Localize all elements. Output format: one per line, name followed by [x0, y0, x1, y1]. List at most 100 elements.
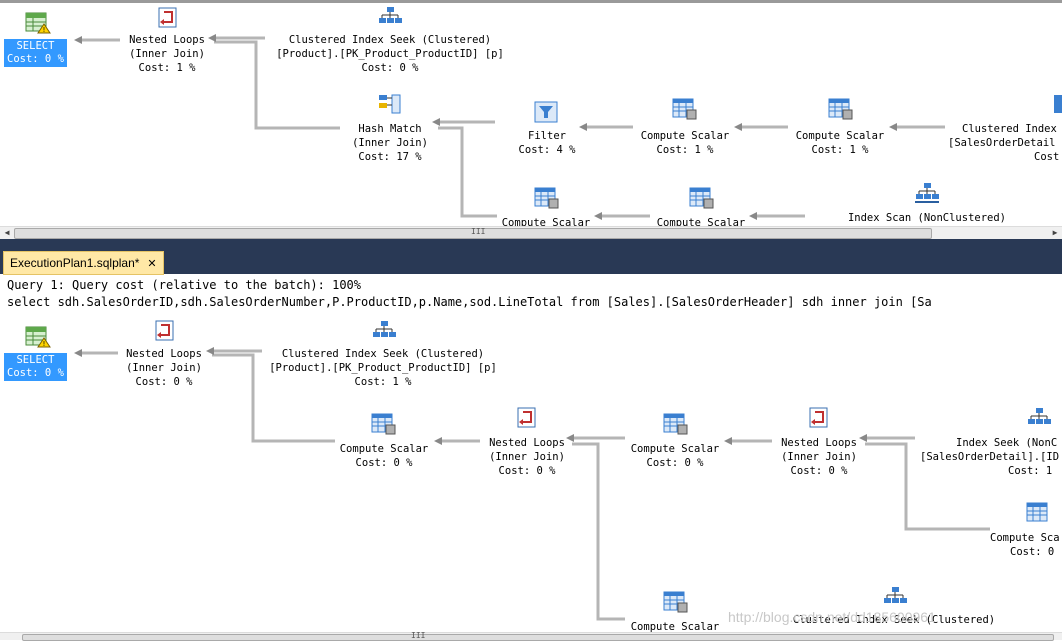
svg-text:!: ! — [42, 340, 46, 348]
compute-scalar-icon — [371, 413, 396, 435]
index-scan-icon — [915, 183, 939, 203]
clustered-index-seek-node[interactable]: Clustered Index Seek (Clustered) [Produc… — [265, 347, 501, 389]
op-cost: Cost: 1 % — [656, 144, 714, 156]
compute-scalar-node[interactable]: Compute Scalar Cost: 0 % — [627, 442, 723, 470]
op-cost: Cost: 1 % — [354, 376, 412, 388]
op-name: Index Seek (NonC — [956, 437, 1058, 449]
op-name: Compute Scalar — [630, 443, 720, 455]
compute-scalar-node[interactable]: Compute Scalar Cost: 1 % — [637, 129, 733, 157]
compute-scalar-icon — [672, 98, 697, 120]
op-object: [Product].[PK_Product_ProductID] [p] — [276, 48, 504, 60]
document-tab-strip — [0, 239, 1062, 274]
select-label: SELECT — [16, 354, 55, 366]
compute-scalar-icon — [689, 187, 714, 209]
tab-label: ExecutionPlan1.sqlplan* — [10, 256, 140, 270]
clustered-index-seek-node[interactable]: Clustered Index Seek (Clustered) — [776, 613, 1012, 627]
index-seek-icon — [1028, 408, 1051, 424]
query-cost-text: Query 1: Query cost (relative to the bat… — [7, 278, 362, 292]
horizontal-scrollbar-top[interactable]: ◀ III ▶ — [0, 226, 1062, 239]
op-object: [Product].[PK_Product_ProductID] [p] — [269, 362, 497, 374]
compute-scalar-node[interactable]: Compute Scalar — [498, 216, 594, 226]
index-seek-icon — [884, 587, 907, 603]
op-name: Hash Match — [358, 123, 422, 135]
execution-plan-pane-top[interactable]: ! SELECT Cost: 0 % Nested Loops (Inner J… — [0, 0, 1062, 226]
compute-scalar-icon — [663, 413, 688, 435]
tab-execution-plan[interactable]: ExecutionPlan1.sqlplan* ✕ — [3, 251, 164, 275]
svg-text:!: ! — [42, 26, 46, 34]
op-name: Compute Sca — [990, 532, 1060, 544]
scroll-right-icon[interactable]: ▶ — [1052, 228, 1058, 237]
op-name: Nested Loops — [129, 34, 205, 46]
op-name: Clustered Index Seek (Clustered) — [792, 614, 996, 626]
op-name: Clustered Index Seek (Clustered) — [288, 34, 492, 46]
index-seek-icon — [1054, 95, 1062, 113]
op-cost: Cost: 0 % — [355, 457, 413, 469]
select-node[interactable]: SELECT Cost: 0 % — [4, 353, 67, 381]
op-cost: Cost: 0 — [1010, 546, 1055, 558]
scroll-left-icon[interactable]: ◀ — [4, 228, 10, 237]
compute-scalar-node[interactable]: Compute Scalar Cost: 1 % — [792, 129, 888, 157]
clipped-row — [0, 0, 1062, 3]
op-join: (Inner Join) — [126, 362, 202, 374]
filter-node[interactable]: Filter Cost: 4 % — [507, 129, 587, 157]
op-cost: Cost: 1 % — [138, 62, 196, 74]
index-seek-nonclustered-node[interactable]: Index Seek (NonC [SalesOrderDetail].[ID … — [920, 436, 1062, 478]
index-scan-node[interactable]: Index Scan (NonClustered) — [842, 211, 1012, 225]
select-icon: ! — [25, 12, 51, 34]
select-label: SELECT — [16, 40, 55, 52]
query-sql-text: select sdh.SalesOrderID,sdh.SalesOrderNu… — [7, 295, 932, 309]
compute-scalar-icon — [1026, 502, 1048, 522]
plan-connectors-bottom — [74, 347, 990, 621]
clustered-index-seek-node[interactable]: Clustered Index Seek (Clustered) [Produc… — [272, 33, 508, 75]
op-object: [SalesOrderDetail].[ID — [920, 451, 1060, 463]
op-name: Compute Scalar — [501, 217, 591, 226]
execution-plan-pane-bottom[interactable]: ! SELECT Cost: 0 % Nested Loops (Inner J… — [0, 312, 1062, 635]
index-seek-icon — [379, 7, 402, 23]
nested-loops-icon — [517, 407, 536, 428]
clustered-index-node[interactable]: Clustered Index [SalesOrderDetail Cost — [948, 122, 1062, 164]
compute-scalar-node[interactable]: Compute Scalar — [627, 620, 723, 634]
op-join: (Inner Join) — [352, 137, 428, 149]
op-name: Clustered Index Seek (Clustered) — [281, 348, 485, 360]
watermark: http://blog.csdn.net/dd185600961 — [728, 609, 936, 625]
op-name: Index Scan (NonClustered) — [847, 212, 1007, 224]
op-name: Compute Scalar — [640, 130, 730, 142]
op-name: Compute Scalar — [630, 621, 720, 633]
compute-scalar-node[interactable]: Compute Scalar — [653, 216, 749, 226]
op-cost: Cost: 0 % — [646, 457, 704, 469]
nested-loops-icon — [809, 407, 828, 428]
nested-loops-node[interactable]: Nested Loops (Inner Join) Cost: 1 % — [127, 33, 207, 75]
op-cost: Cost: 0 % — [135, 376, 193, 388]
op-join: (Inner Join) — [781, 451, 857, 463]
nested-loops-node[interactable]: Nested Loops (Inner Join) Cost: 0 % — [777, 436, 861, 478]
select-node[interactable]: SELECT Cost: 0 % — [4, 39, 67, 67]
op-cost: Cost: 17 % — [358, 151, 422, 163]
op-join: (Inner Join) — [489, 451, 565, 463]
op-cost: Cost: 4 % — [518, 144, 576, 156]
select-icon: ! — [25, 326, 51, 348]
op-name: Nested Loops — [126, 348, 202, 360]
close-icon[interactable]: ✕ — [147, 258, 157, 270]
nested-loops-node[interactable]: Nested Loops (Inner Join) Cost: 0 % — [485, 436, 569, 478]
scroll-thumb[interactable]: III — [14, 227, 932, 239]
op-cost: Cost: 0 % — [361, 62, 419, 74]
plan-connectors-top — [74, 34, 945, 220]
filter-icon — [534, 101, 558, 123]
op-name: Clustered Index — [962, 123, 1057, 135]
scroll-thumb[interactable]: III — [22, 631, 1054, 641]
index-seek-icon — [373, 321, 396, 337]
hash-match-node[interactable]: Hash Match (Inner Join) Cost: 17 % — [345, 122, 435, 164]
op-name: Compute Scalar — [656, 217, 746, 226]
op-name: Nested Loops — [489, 437, 565, 449]
compute-scalar-node[interactable]: Compute Sca Cost: 0 — [990, 531, 1062, 559]
nested-loops-node[interactable]: Nested Loops (Inner Join) Cost: 0 % — [124, 347, 204, 389]
grip-icon: III — [411, 631, 426, 640]
op-cost: Cost — [1034, 151, 1060, 163]
grip-icon: III — [471, 227, 486, 236]
select-cost: Cost: 0 % — [7, 367, 64, 379]
op-name: Filter — [528, 130, 566, 142]
compute-scalar-node[interactable]: Compute Scalar Cost: 0 % — [336, 442, 432, 470]
select-cost: Cost: 0 % — [7, 53, 64, 65]
compute-scalar-icon — [828, 98, 853, 120]
compute-scalar-icon — [534, 187, 559, 209]
